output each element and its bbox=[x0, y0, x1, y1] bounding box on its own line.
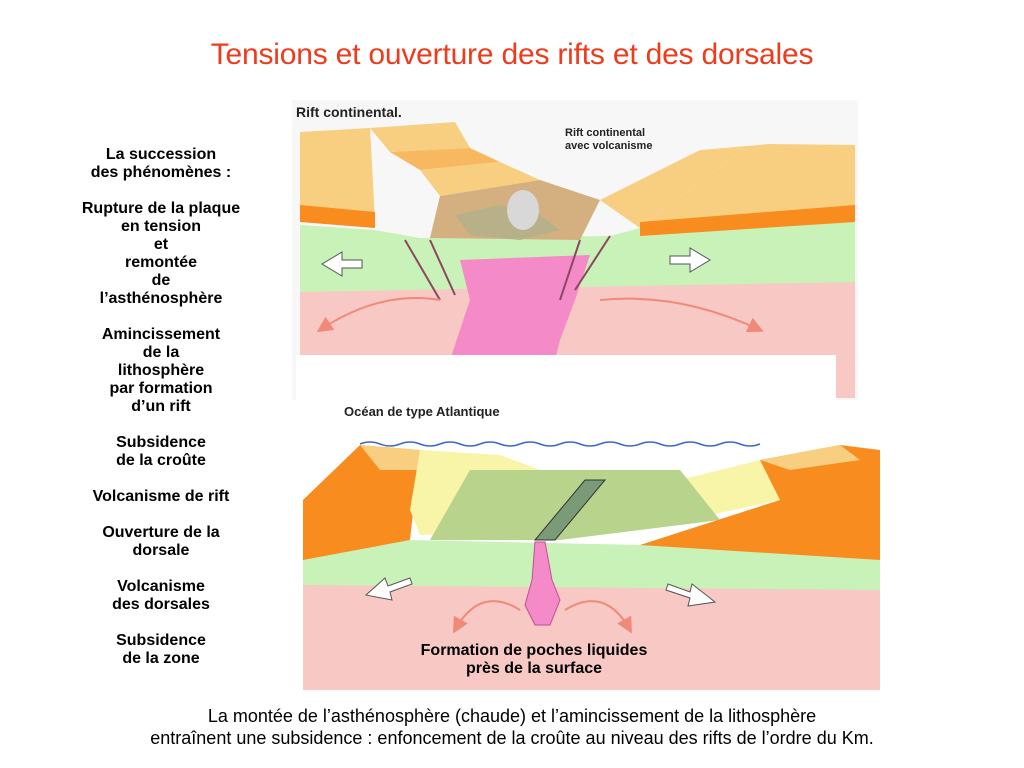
bottom-caption: La montée de l’asthénosphère (chaude) et… bbox=[0, 705, 1024, 749]
mid-ocean-ridge bbox=[533, 479, 607, 541]
step-line: Subsidence bbox=[116, 434, 206, 451]
fault-lines bbox=[404, 235, 611, 301]
fault-block-right bbox=[600, 148, 745, 228]
top-diagram-sublabel-line: Rift continental bbox=[565, 127, 645, 139]
ash-cloud bbox=[507, 190, 539, 230]
step-block: Ouverture de la dorsale bbox=[56, 524, 266, 560]
step-line: lithosphère bbox=[117, 362, 205, 379]
step-line: par formation bbox=[109, 380, 213, 397]
step-line: Rupture de la plaque bbox=[81, 200, 241, 217]
arrow-left-icon bbox=[321, 251, 363, 277]
arrow-right-icon bbox=[665, 583, 717, 607]
step-block: Subsidence de la croûte bbox=[56, 434, 266, 470]
step-line: Ouverture de la bbox=[102, 524, 220, 541]
step-line: l’asthénosphère bbox=[99, 290, 223, 307]
continental-rift-diagram: Rift continental. Rift continental avec … bbox=[292, 100, 858, 405]
step-block: La succession des phénomènes : bbox=[56, 146, 266, 182]
magma-chamber bbox=[450, 255, 590, 360]
bottom-diagram-label: Océan de type Atlantique bbox=[344, 404, 500, 419]
top-diagram-sublabel-line: avec volcanisme bbox=[565, 140, 652, 152]
crust-right bbox=[640, 445, 880, 560]
fault-block bbox=[390, 148, 500, 170]
crust-left bbox=[303, 445, 420, 560]
lithosphere-layer bbox=[303, 505, 880, 590]
step-line: de la bbox=[142, 344, 180, 361]
fault-block bbox=[420, 162, 540, 196]
convection-arrow-left bbox=[453, 600, 521, 634]
step-line: des phénomènes : bbox=[90, 164, 232, 181]
crust-left-top bbox=[300, 128, 375, 220]
step-line: de la croûte bbox=[116, 452, 206, 469]
crust-right-top bbox=[640, 144, 855, 228]
crust-right-top bbox=[760, 445, 860, 470]
sea-surface bbox=[359, 441, 761, 447]
step-block: Subsidence de la zone bbox=[56, 632, 266, 668]
fault-block bbox=[370, 122, 470, 152]
crust-left-band bbox=[300, 205, 375, 228]
step-line: et bbox=[153, 236, 169, 253]
arrow-left-icon bbox=[364, 577, 413, 601]
step-line: Amincissement bbox=[101, 326, 221, 343]
annotation-line: près de la surface bbox=[465, 660, 603, 677]
page-title: Tensions et ouverture des rifts et des d… bbox=[210, 38, 814, 71]
step-line: des dorsales bbox=[112, 596, 210, 613]
caption-line: La montée de l’asthénosphère (chaude) et… bbox=[207, 706, 817, 726]
step-line: remontée bbox=[124, 254, 198, 271]
atlantic-ocean-diagram: Océan de type Atlantique bbox=[303, 404, 880, 690]
magma-pocket bbox=[524, 541, 561, 626]
step-block: Rupture de la plaque en tension et remon… bbox=[56, 200, 266, 308]
convection-arrow-right bbox=[564, 600, 632, 634]
top-diagram-label: Rift continental. bbox=[296, 104, 402, 120]
step-block: Volcanisme des dorsales bbox=[56, 578, 266, 614]
step-line: Volcanisme de rift bbox=[92, 488, 230, 505]
step-line: dorsale bbox=[132, 542, 190, 559]
arrow-right-icon bbox=[669, 247, 711, 273]
caption-line: entraînent une subsidence : enfoncement … bbox=[150, 728, 874, 748]
diagram-annotation: Formation de poches liquides près de la … bbox=[360, 642, 708, 678]
process-steps-list: La succession des phénomènes : Rupture d… bbox=[56, 146, 266, 686]
step-block: Volcanisme de rift bbox=[56, 488, 266, 506]
step-block: Amincissement de la lithosphère par form… bbox=[56, 326, 266, 416]
step-line: de bbox=[151, 272, 171, 289]
annotation-line: Formation de poches liquides bbox=[420, 642, 648, 659]
step-line: de la zone bbox=[122, 650, 200, 667]
step-line: La succession bbox=[105, 146, 217, 163]
crust-right-band bbox=[640, 205, 855, 236]
asthenosphere-layer bbox=[303, 580, 880, 690]
step-line: en tension bbox=[120, 218, 201, 235]
step-line: Volcanisme bbox=[117, 578, 205, 595]
step-line: Subsidence bbox=[116, 632, 206, 649]
convection-arrow-left bbox=[316, 297, 441, 333]
convection-arrow-right bbox=[599, 297, 764, 333]
top-diagram-mask bbox=[296, 355, 836, 405]
step-line: d’un rift bbox=[131, 398, 191, 415]
